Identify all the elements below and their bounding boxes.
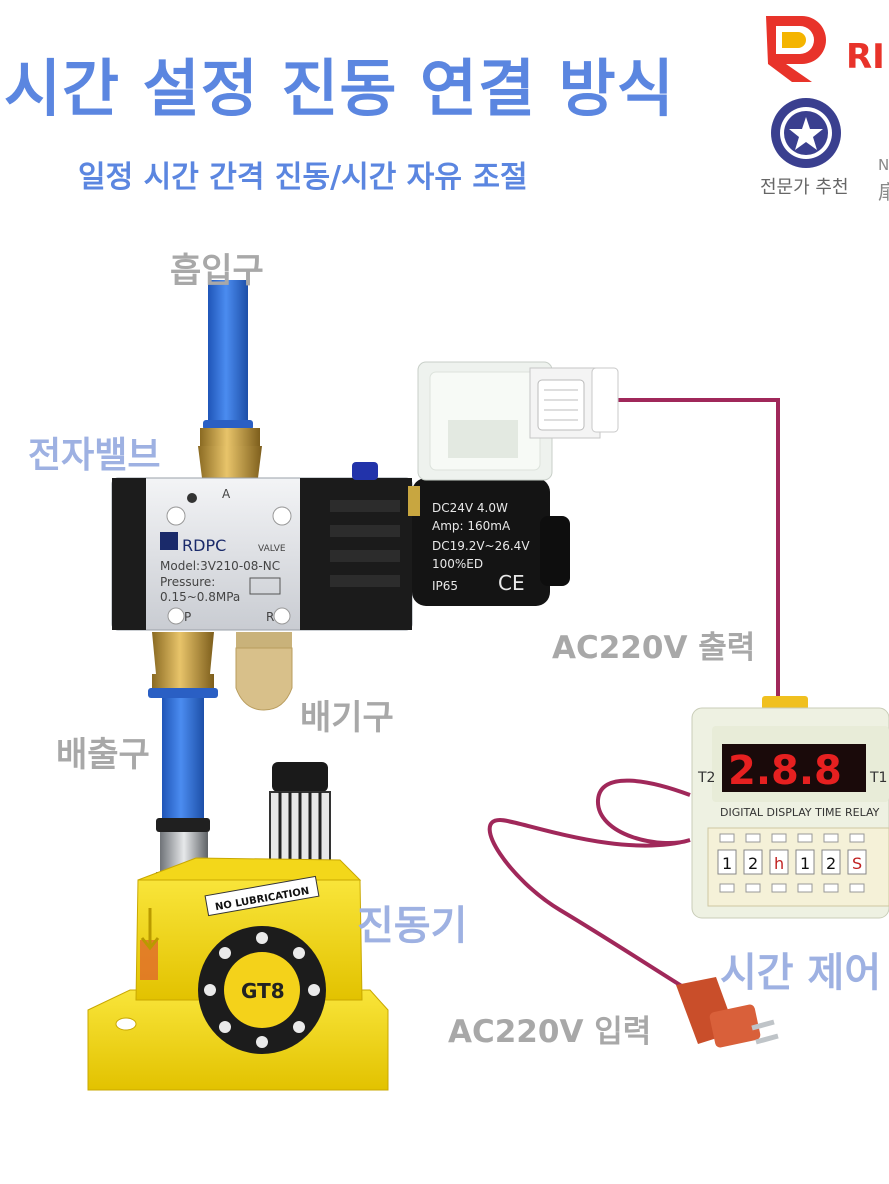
relay-dial-window — [743, 849, 763, 875]
relay-dial-window — [717, 849, 737, 875]
input-wire — [487, 778, 691, 992]
vibrator-muffler — [266, 762, 334, 876]
valve-brand: RDPC — [182, 536, 226, 555]
relay-dial-up-button[interactable] — [771, 833, 787, 843]
label-exhaust: 배기구 — [300, 698, 394, 738]
relay-dial-window — [821, 849, 841, 875]
vibrator-model: GT8 — [241, 979, 285, 1003]
exhaust-muffler — [235, 647, 293, 711]
relay-dial-down-button[interactable] — [745, 883, 761, 893]
seal-label: 전문가 추천 — [760, 177, 849, 198]
coil-line1: DC24V 4.0W — [432, 501, 508, 515]
relay-dial-up-button[interactable] — [745, 833, 761, 843]
relay-dial-down-button[interactable] — [719, 883, 735, 893]
solenoid-valve-body: A RDPC VALVE Model:3V210-08-NC Pressure:… — [111, 462, 413, 631]
inlet-tube — [208, 280, 248, 430]
relay-dial-digit: 1 — [800, 854, 810, 873]
valve-word: VALVE — [258, 544, 286, 554]
label-ac-input: AC220V 입력 — [448, 1014, 652, 1050]
time-relay: 2.8.8 T2 T1 DIGITAL DISPLAY TIME RELAY 1… — [691, 696, 889, 919]
relay-display: 2.8.8 — [728, 748, 842, 794]
brand-logo: RI — [762, 12, 889, 84]
relay-dial-up-button[interactable] — [849, 833, 865, 843]
label-time-control: 시간 제어 — [720, 950, 882, 996]
relay-t1: T1 — [869, 770, 887, 786]
relay-dial-up-button[interactable] — [797, 833, 813, 843]
relay-dial-digit: 2 — [826, 854, 836, 873]
relay-dial-down-button[interactable] — [797, 883, 813, 893]
label-outlet: 배출구 — [56, 735, 150, 775]
label-ac-output: AC220V 출력 — [552, 630, 756, 666]
relay-dial-down-button[interactable] — [823, 883, 839, 893]
relay-dial-digit: h — [774, 854, 784, 873]
label-solenoid-valve: 전자밸브 — [28, 435, 161, 476]
relay-dial-digit: S — [852, 854, 862, 873]
outlet-tube — [162, 698, 204, 828]
relay-dial-window — [847, 849, 867, 875]
page-title: 시간 설정 진동 연결 방식 — [4, 52, 675, 125]
pneumatic-vibrator: NO LUBRICATION GT8 — [87, 857, 389, 1091]
valve-model: Model:3V210-08-NC — [160, 559, 280, 573]
edge-fragment-1: N — [878, 156, 889, 174]
valve-pressure-label: Pressure: — [160, 575, 215, 589]
label-vibrator: 진동기 — [357, 903, 468, 949]
recommendation-seal — [768, 95, 844, 171]
relay-dial-down-button[interactable] — [771, 883, 787, 893]
coil-line3: DC19.2V~26.4V — [432, 539, 530, 553]
label-inlet: 흡입구 — [170, 251, 264, 291]
coil-line5: IP65 — [432, 579, 458, 593]
relay-dial-up-button[interactable] — [823, 833, 839, 843]
solenoid-coil: DC24V 4.0W Amp: 160mA DC19.2V~26.4V 100%… — [408, 478, 570, 606]
edge-fragment-2: 扉 — [878, 180, 889, 204]
relay-dial-down-button[interactable] — [849, 883, 865, 893]
valve-pressure-value: 0.15~0.8MPa — [160, 590, 240, 604]
relay-dial-digit: 1 — [722, 854, 732, 873]
relay-dial-digit: 2 — [748, 854, 758, 873]
coil-line2: Amp: 160mA — [432, 519, 511, 533]
coil-connector — [417, 361, 619, 481]
page-subtitle: 일정 시간 간격 진동/시간 자유 조절 — [78, 160, 528, 195]
relay-dial-window — [795, 849, 815, 875]
relay-caption: DIGITAL DISPLAY TIME RELAY — [720, 806, 880, 819]
coil-ce-mark: CE — [498, 571, 525, 595]
relay-t2: T2 — [697, 770, 715, 786]
brand-logo-text: RI — [846, 37, 885, 77]
port-a-label: A — [222, 487, 231, 501]
inlet-fitting — [200, 428, 260, 446]
relay-dial-up-button[interactable] — [719, 833, 735, 843]
exhaust-muffler-thread — [236, 632, 292, 648]
coil-line4: 100%ED — [432, 557, 483, 571]
power-plug — [676, 977, 779, 1048]
port-r-label: R — [266, 610, 274, 624]
port-p-label: P — [184, 610, 191, 624]
output-wire — [615, 398, 780, 700]
relay-dial-window — [769, 849, 789, 875]
